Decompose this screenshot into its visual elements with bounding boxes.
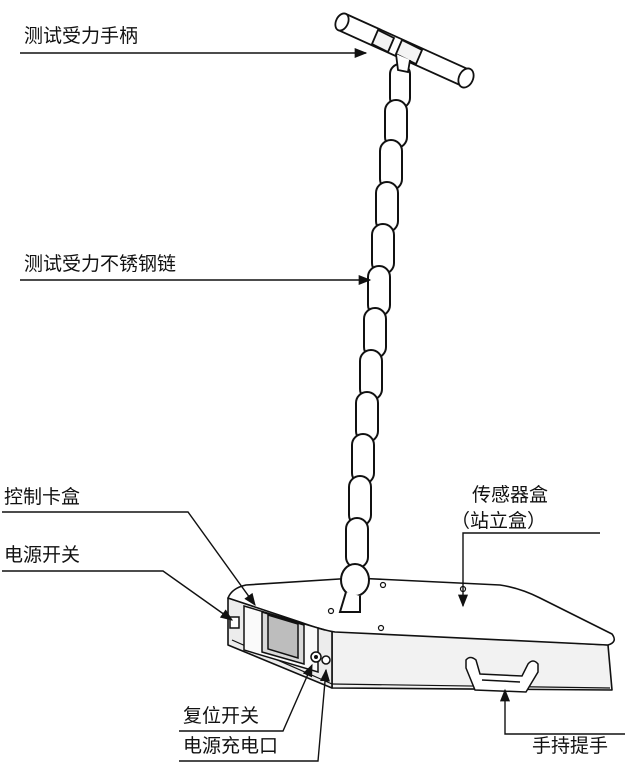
mounting-holes [327, 581, 467, 632]
sensor-box-leader [457, 532, 600, 608]
carry-handle-leader [499, 688, 625, 735]
carry-handle-shape [465, 656, 539, 693]
steel-chain [338, 63, 411, 613]
label-charge-port: 电源充电口 [183, 735, 279, 757]
label-carry-handle: 手持提手 [532, 735, 609, 757]
label-sensor-box-line1: 传感器盒 [472, 484, 549, 506]
power-switch-leader [2, 570, 234, 621]
charge-port-leader [179, 668, 331, 762]
power-switch-shape [229, 616, 240, 629]
label-sensor-box-line2: （站立盒） [451, 510, 547, 532]
label-reset-switch: 复位开关 [183, 705, 260, 727]
label-control-box: 控制卡盒 [4, 486, 81, 508]
t-handle [334, 12, 475, 89]
charge-port-shape [321, 655, 331, 665]
label-chain: 测试受力不锈钢链 [24, 253, 177, 275]
label-power-switch: 电源开关 [4, 544, 81, 566]
control-box-leader [2, 511, 256, 607]
control-card-box [243, 604, 326, 674]
leader-lines [2, 47, 625, 762]
label-handle: 测试受力手柄 [24, 25, 139, 47]
reset-switch-leader [179, 663, 313, 732]
